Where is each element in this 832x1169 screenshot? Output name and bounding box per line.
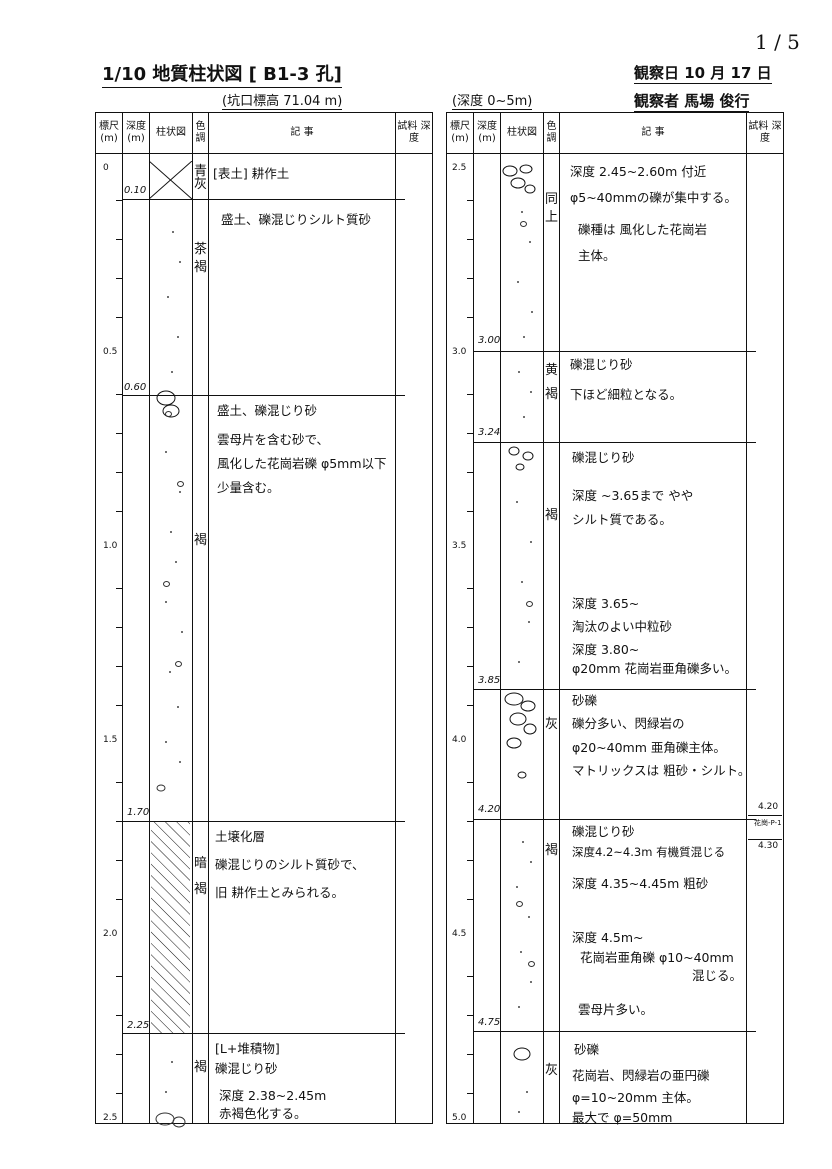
header-sample: 試料 深度 bbox=[746, 112, 784, 154]
depth-mark: 0.10 bbox=[124, 185, 147, 196]
depth-mark: 1.70 bbox=[127, 807, 150, 818]
depth-mark: 2.25 bbox=[127, 1020, 150, 1031]
color-tone: 暗褐 bbox=[194, 856, 208, 897]
description-line: φ20~40mm 亜角礫主体。 bbox=[572, 740, 726, 755]
description-line: 雲母片を含む砂で、 bbox=[217, 432, 330, 447]
scale-label: 2.0 bbox=[103, 929, 118, 939]
description-line: [表土] 耕作土 bbox=[213, 166, 290, 181]
header-color: 色調 bbox=[192, 112, 209, 154]
description-line: マトリックスは 粗砂・シルト。 bbox=[572, 763, 751, 778]
depth-mark: 4.75 bbox=[478, 1017, 501, 1028]
header-depth: 深度 (m) bbox=[122, 112, 150, 154]
elevation: (坑口標高 71.04 m) bbox=[222, 90, 343, 110]
description-line: 主体。 bbox=[578, 248, 616, 263]
description-line: φ20mm 花崗岩亜角礫多い。 bbox=[572, 661, 737, 676]
header-scale: 標尺 (m) bbox=[446, 112, 474, 154]
color-tone: 褐 bbox=[194, 533, 208, 548]
description-line: φ=10~20mm 主体。 bbox=[572, 1090, 699, 1105]
right-log-table: 標尺 (m) 深度 (m) 柱状図 色調 記 事 試料 深度 bbox=[446, 112, 784, 1124]
header-description: 記 事 bbox=[208, 112, 396, 154]
description-line: φ5~40mmの礫が集中する。 bbox=[570, 190, 737, 205]
description-line: 最大で φ=50mm bbox=[572, 1110, 673, 1125]
description-line: 礫混じり砂 bbox=[572, 824, 635, 839]
color-tone: 褐 bbox=[545, 843, 559, 858]
description-line: 砂礫 bbox=[574, 1042, 600, 1057]
scale-label: 4.5 bbox=[452, 929, 467, 939]
color-tone: 褐 bbox=[545, 508, 559, 523]
description-line: 礫混じり砂 bbox=[570, 357, 633, 372]
color-tone: 茶褐 bbox=[194, 242, 208, 275]
color-tone: 黄褐 bbox=[545, 363, 559, 402]
description-line: 深度 4.5m~ bbox=[572, 930, 644, 945]
scale-label: 1.0 bbox=[103, 541, 118, 551]
description-line: 深度 4.35~4.45m 粗砂 bbox=[572, 876, 709, 891]
sample-depth: 4.20 bbox=[758, 802, 779, 812]
description-line: 深度 2.38~2.45m bbox=[219, 1088, 327, 1103]
header-scale: 標尺 (m) bbox=[95, 112, 123, 154]
scale-label: 5.0 bbox=[452, 1113, 467, 1123]
right-panel: 2.5 3.0 3.5 4.0 4.5 5.0 3.00 3.24 3.85 4… bbox=[446, 161, 783, 1130]
description-line: 風化した花崗岩礫 φ5mm以下 bbox=[217, 456, 387, 471]
description-line: 深度 2.45~2.60m 付近 bbox=[570, 164, 707, 179]
description-line: 下ほど細粒となる。 bbox=[570, 387, 683, 402]
description-line: 深度4.2~4.3m 有機質混じる bbox=[572, 845, 726, 859]
header-sample: 試料 深度 bbox=[395, 112, 433, 154]
description-line: 旧 耕作土とみられる。 bbox=[215, 885, 344, 900]
description-line: 土壌化層 bbox=[215, 829, 266, 844]
description-line: 礫混じり砂 bbox=[215, 1061, 278, 1076]
description-line: 砂礫 bbox=[572, 693, 598, 708]
depth-mark: 3.00 bbox=[478, 335, 501, 346]
description-line: 花崗岩、閃緑岩の亜円礫 bbox=[572, 1068, 710, 1083]
description-line: 深度 ~3.65まで やや bbox=[572, 488, 694, 503]
description-line: 少量含む。 bbox=[217, 480, 280, 495]
description-line: 深度 3.80~ bbox=[572, 642, 640, 657]
description-line: 礫分多い、閃緑岩の bbox=[572, 716, 685, 731]
sample-id: 花崗-P-1 bbox=[754, 819, 782, 827]
header-color: 色調 bbox=[543, 112, 560, 154]
color-tone: 褐 bbox=[194, 1060, 208, 1075]
scale-label: 2.5 bbox=[103, 1113, 118, 1123]
color-tone: 同上 bbox=[545, 192, 559, 225]
description-line: 赤褐色化する。 bbox=[219, 1106, 307, 1121]
scale-label: 0.5 bbox=[103, 347, 118, 357]
depth-mark: 3.85 bbox=[478, 675, 501, 686]
scale-label: 0 bbox=[103, 163, 109, 173]
page-title: 1/10 地質柱状図 [ B1-3 孔] bbox=[102, 60, 342, 88]
description-line: 盛土、礫混じり砂 bbox=[217, 403, 318, 418]
description-line: 礫混じりのシルト質砂で、 bbox=[215, 857, 365, 872]
description-line: シルト質である。 bbox=[572, 512, 672, 527]
observer: 観察者 馬場 俊行 bbox=[634, 92, 750, 112]
color-tone: 灰 bbox=[545, 717, 559, 732]
description-line: 雲母片多い。 bbox=[578, 1002, 654, 1017]
sample-depth: 4.30 bbox=[758, 841, 779, 851]
header-column: 柱状図 bbox=[149, 112, 193, 154]
scale-label: 2.5 bbox=[452, 163, 467, 173]
header-column: 柱状図 bbox=[500, 112, 544, 154]
description-line: 礫種は 風化した花崗岩 bbox=[578, 222, 707, 237]
header-description: 記 事 bbox=[559, 112, 747, 154]
left-panel: 0 0.5 1.0 1.5 2.0 2.5 0.10 0.60 1.70 2.2… bbox=[95, 161, 432, 1130]
column-graphic bbox=[149, 161, 192, 1128]
observation-date: 観察日 10 月 17 日 bbox=[634, 64, 772, 84]
scale-label: 3.5 bbox=[452, 541, 467, 551]
depth-range: (深度 0~5m) bbox=[452, 90, 533, 110]
scale-label: 1.5 bbox=[103, 735, 118, 745]
description-line: 淘汰のよい中粒砂 bbox=[572, 619, 673, 634]
description-line: 花崗岩亜角礫 φ10~40mm bbox=[580, 950, 734, 965]
depth-mark: 0.60 bbox=[124, 382, 147, 393]
page-number: 1 / 5 bbox=[755, 30, 800, 54]
description-line: 礫混じり砂 bbox=[572, 450, 635, 465]
scale-label: 3.0 bbox=[452, 347, 467, 357]
description-line: 盛土、礫混じりシルト質砂 bbox=[221, 212, 372, 227]
description-line: 混じる。 bbox=[692, 968, 743, 983]
color-tone: 青灰 bbox=[194, 164, 208, 192]
scale-label: 4.0 bbox=[452, 735, 467, 745]
color-tone: 灰 bbox=[545, 1063, 559, 1078]
description-line: 深度 3.65~ bbox=[572, 596, 640, 611]
header-depth: 深度 (m) bbox=[473, 112, 501, 154]
depth-mark: 4.20 bbox=[478, 804, 501, 815]
column-graphic bbox=[502, 164, 537, 1061]
depth-mark: 3.24 bbox=[478, 427, 501, 438]
description-line: [L+堆積物] bbox=[215, 1041, 280, 1056]
